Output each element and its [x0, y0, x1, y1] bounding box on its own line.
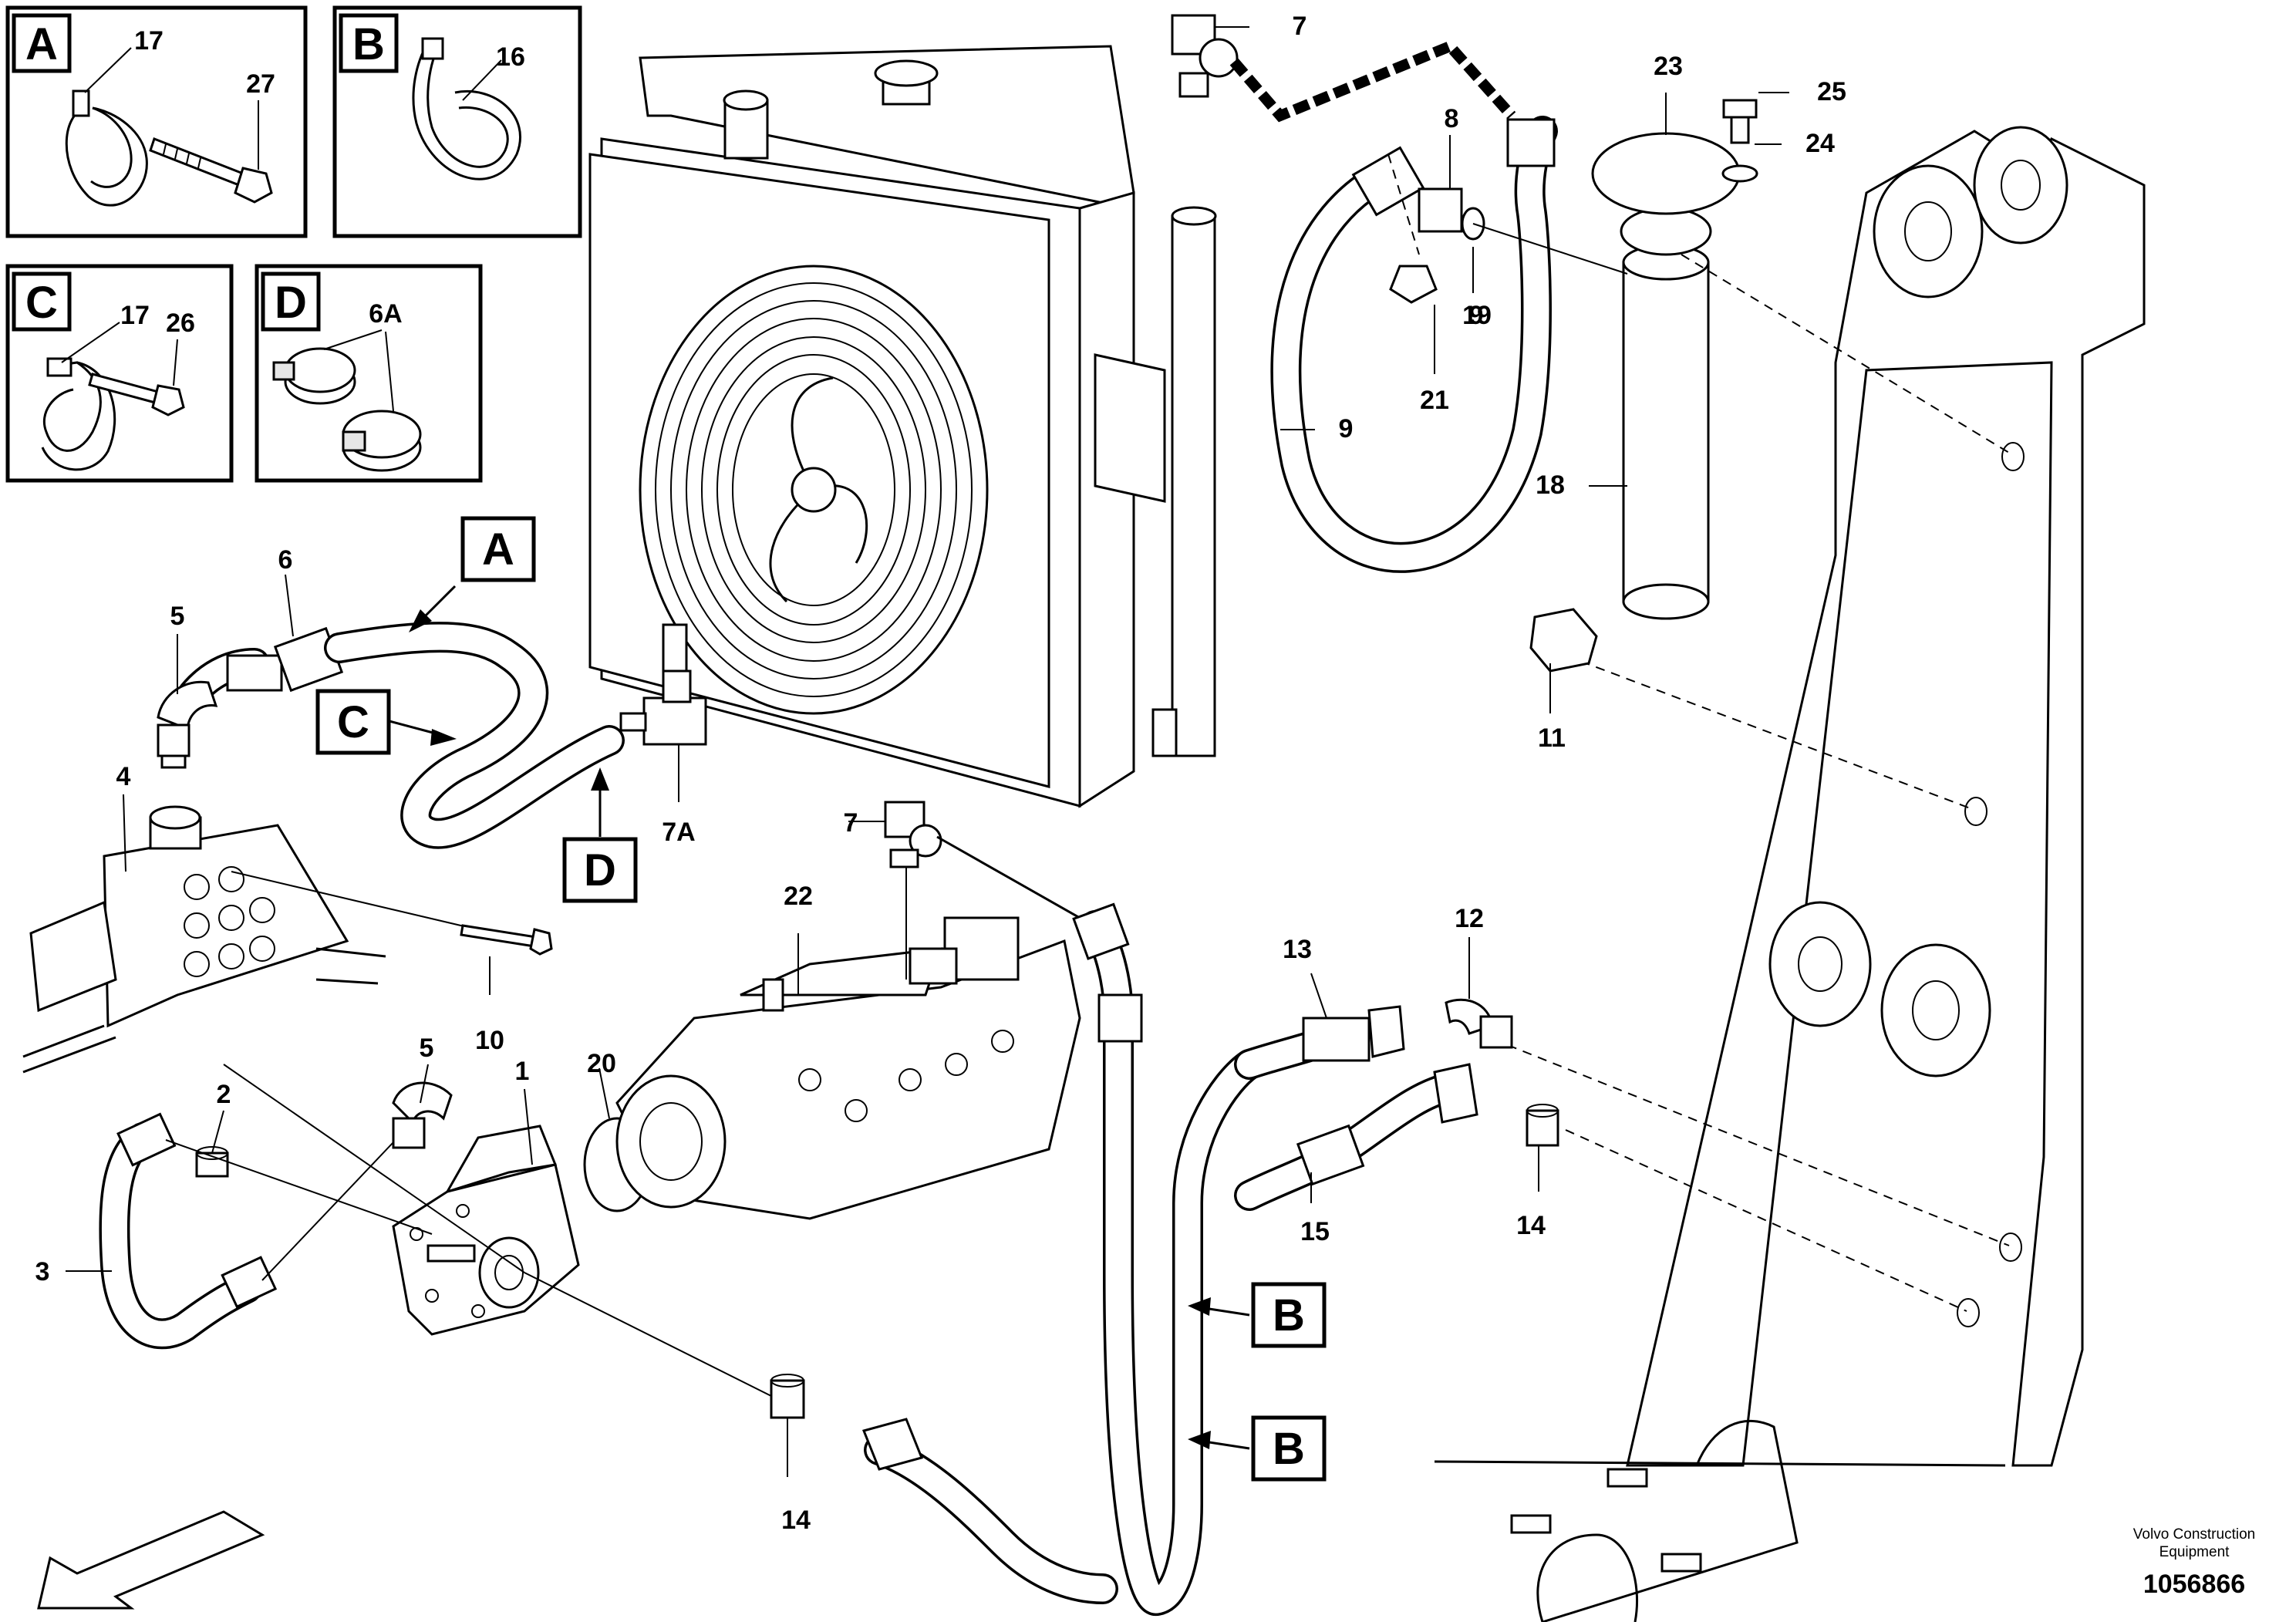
bolt-10	[231, 871, 553, 956]
credit-line-1: Volvo Construction	[2133, 1526, 2255, 1543]
hose-6	[177, 622, 625, 849]
callout-6: 6	[278, 545, 293, 575]
badge-b-lower: B	[1188, 1415, 1327, 1482]
cable-tie-icon	[412, 37, 522, 180]
direction-arrow-icon	[37, 1510, 265, 1610]
detail-box-d-letter: D	[275, 278, 307, 328]
callout-11: 11	[1538, 723, 1566, 753]
callout-19: 19	[1462, 301, 1492, 330]
leader-dashed	[1507, 1044, 2010, 1246]
callout-18: 18	[1536, 470, 1565, 500]
bolt-icon	[149, 137, 273, 204]
elbow-5-bottom	[392, 1081, 453, 1149]
callout-14-bottom: 14	[781, 1506, 811, 1535]
callout-25: 25	[1817, 77, 1846, 106]
callout-5-bottom: 5	[420, 1034, 434, 1063]
callout-9: 9	[1469, 301, 1484, 330]
mast-frame	[1434, 126, 2146, 1622]
badge-c: C	[315, 689, 457, 755]
callout-10: 10	[475, 1026, 504, 1055]
label-17: 17	[134, 26, 164, 56]
fitting-14-right	[1526, 1104, 1559, 1147]
fitting-7a	[619, 669, 707, 798]
bolt-icon	[88, 373, 185, 416]
detail-box-d: D 6A	[255, 264, 483, 483]
callout-12: 12	[1455, 904, 1484, 933]
callout-3: 3	[35, 1257, 50, 1286]
hose-3	[99, 1112, 278, 1350]
fitting-14-bottom	[770, 1374, 805, 1419]
hose-long	[936, 835, 1265, 1616]
badge-d: D	[562, 767, 638, 903]
detail-box-c-letter: C	[25, 278, 58, 328]
hose-clamp-icon	[272, 347, 422, 472]
callout-24: 24	[1805, 129, 1835, 158]
badge-b-upper: B	[1188, 1282, 1327, 1348]
fitting-7-mid	[884, 801, 942, 980]
control-valve-4	[22, 805, 386, 1074]
detail-box-a: A 17 27	[5, 5, 308, 238]
callout-1: 1	[515, 1057, 530, 1086]
fitting-11	[1529, 608, 1598, 673]
callout-5-top: 5	[170, 602, 185, 631]
leader-dashed	[1681, 254, 2014, 456]
label-6a: 6A	[369, 299, 402, 329]
callout-9: 9	[1339, 414, 1354, 443]
detail-box-c: C 17 26	[5, 264, 234, 483]
badge-c-letter: C	[337, 697, 369, 747]
credit-line-2: Equipment	[2159, 1544, 2230, 1560]
callout-8: 8	[1445, 104, 1459, 133]
filter-18	[1591, 99, 1758, 620]
credit-block: Volvo Construction Equipment 1056866	[2133, 1526, 2255, 1599]
fitting-7-top	[1171, 14, 1516, 123]
leader-dashed	[1565, 655, 1975, 811]
callout-15: 15	[1300, 1217, 1330, 1246]
detail-box-a-letter: A	[25, 19, 58, 69]
leader-dashed	[1565, 1129, 1967, 1312]
callout-2: 2	[217, 1080, 231, 1109]
gear-pump-1	[392, 1125, 580, 1336]
clamp-icon	[65, 89, 148, 207]
callout-22: 22	[784, 882, 813, 911]
callout-20: 20	[587, 1049, 616, 1078]
callout-14-right: 14	[1516, 1211, 1546, 1240]
hose-bottom	[861, 1418, 1118, 1604]
elbow-12	[1445, 998, 1513, 1049]
badge-a-letter: A	[482, 524, 514, 575]
badge-b-lower-letter: B	[1273, 1424, 1305, 1474]
document-number: 1056866	[2143, 1570, 2245, 1599]
callout-4: 4	[116, 762, 131, 791]
callout-7-top: 7	[1293, 12, 1307, 41]
callout-21: 21	[1420, 386, 1449, 415]
callout-7a: 7A	[662, 818, 695, 847]
callout-7-mid: 7	[844, 808, 858, 838]
label-27: 27	[246, 69, 275, 99]
detail-box-b: B 16	[332, 5, 582, 238]
hose-13	[1234, 1005, 1405, 1080]
badge-b-upper-letter: B	[1273, 1290, 1305, 1340]
badge-d-letter: D	[584, 845, 616, 895]
radiator-assembly	[588, 45, 1217, 808]
piston-pump-22	[615, 916, 1081, 1220]
label-17: 17	[120, 301, 150, 330]
hose-15	[1234, 1063, 1478, 1211]
detail-box-b-letter: B	[352, 19, 385, 69]
callout-23: 23	[1654, 52, 1683, 81]
badge-a: A	[409, 516, 536, 632]
elbow-5-top	[157, 680, 218, 769]
hose-9	[1270, 116, 1558, 573]
callout-13: 13	[1283, 935, 1312, 964]
label-26: 26	[166, 309, 195, 338]
label-16: 16	[496, 42, 525, 72]
